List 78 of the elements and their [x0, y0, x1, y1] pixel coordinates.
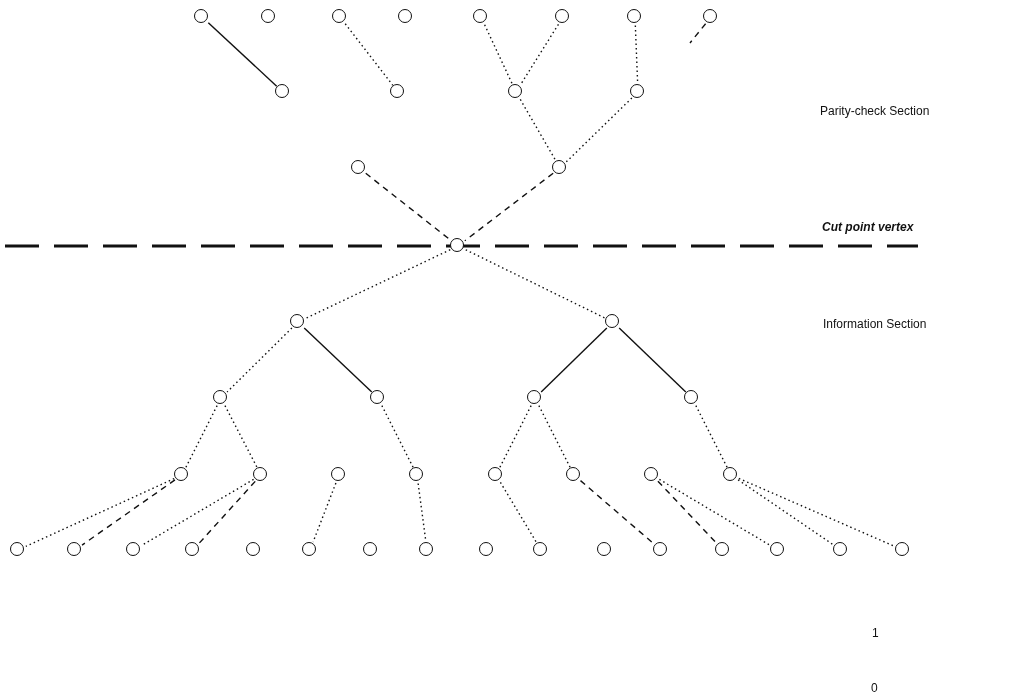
- vertex-circle: [644, 467, 659, 482]
- vertex-circle: [10, 542, 25, 557]
- edge-line: [565, 97, 633, 163]
- vertex-circle: [213, 390, 228, 405]
- vertex-circle: [527, 390, 542, 405]
- edge-line: [657, 480, 718, 545]
- vertex-circle: [630, 84, 645, 99]
- vertex-circle: [723, 467, 738, 482]
- edge-line: [344, 23, 394, 86]
- edge-line: [25, 477, 175, 548]
- edge-line: [185, 404, 218, 469]
- vertex-circle: [479, 542, 494, 557]
- edge-line: [658, 478, 772, 547]
- section-label: Information Section: [823, 317, 927, 331]
- vertex-circle: [770, 542, 785, 557]
- edge-line: [303, 327, 373, 393]
- edge-line: [738, 477, 896, 548]
- vertex-circle: [332, 9, 347, 24]
- edge-line: [618, 327, 687, 393]
- vertex-circle: [419, 542, 434, 557]
- vertex-circle: [508, 84, 523, 99]
- vertex-circle: [533, 542, 548, 557]
- vertex-circle: [370, 390, 385, 405]
- vertex-circle: [684, 390, 699, 405]
- vertex-circle: [715, 542, 730, 557]
- edge-line: [207, 22, 278, 87]
- edge-line: [540, 327, 608, 393]
- vertex-circle: [895, 542, 910, 557]
- vertex-circle: [290, 314, 305, 329]
- vertex-circle: [653, 542, 668, 557]
- vertex-circle: [194, 9, 209, 24]
- section-label: Parity-check Section: [820, 104, 930, 118]
- vertex-circle: [703, 9, 718, 24]
- edge-line: [381, 404, 414, 469]
- edge-line: [538, 404, 571, 469]
- vertex-circle: [605, 314, 620, 329]
- vertex-circle: [351, 160, 366, 175]
- edge-line: [519, 98, 557, 162]
- vertex-circle: [261, 9, 276, 24]
- vertex-circle: [185, 542, 200, 557]
- vertex-circle: [363, 542, 378, 557]
- tick-label: 1: [872, 626, 879, 640]
- vertex-circle: [833, 542, 848, 557]
- edge-line: [305, 249, 451, 319]
- vertex-circle: [275, 84, 290, 99]
- vertex-circle: [390, 84, 405, 99]
- edge-line: [695, 404, 728, 469]
- vertex-circle: [126, 542, 141, 557]
- edge-line: [499, 481, 538, 544]
- vertex-circle: [555, 9, 570, 24]
- edge-line: [465, 249, 606, 319]
- vertex-circle: [488, 467, 503, 482]
- edge-line: [81, 479, 176, 546]
- edge-line: [737, 479, 835, 546]
- vertex-circle: [473, 9, 488, 24]
- vertex-circle: [67, 542, 82, 557]
- vertex-circle: [174, 467, 189, 482]
- vertex-circle: [331, 467, 346, 482]
- vertex-circle: [246, 542, 261, 557]
- edge-line: [689, 23, 707, 44]
- edge-line: [464, 172, 554, 242]
- edge-line: [519, 23, 560, 86]
- edge-line: [226, 327, 293, 393]
- cut-point-label: Cut point vertex: [822, 220, 914, 234]
- vertex-circle: [552, 160, 567, 175]
- edge-line: [499, 404, 532, 469]
- vertex-circle: [409, 467, 424, 482]
- vertex-circle: [398, 9, 413, 24]
- vertex-circle: [566, 467, 581, 482]
- vertex-circle: [450, 238, 465, 253]
- edge-line: [483, 24, 514, 85]
- edge-line: [198, 480, 256, 545]
- tick-label: 0: [871, 681, 878, 695]
- vertex-circle: [627, 9, 642, 24]
- vertex-circle: [253, 467, 268, 482]
- vertex-circle: [302, 542, 317, 557]
- vertex-circle: [597, 542, 612, 557]
- edge-line: [224, 404, 258, 469]
